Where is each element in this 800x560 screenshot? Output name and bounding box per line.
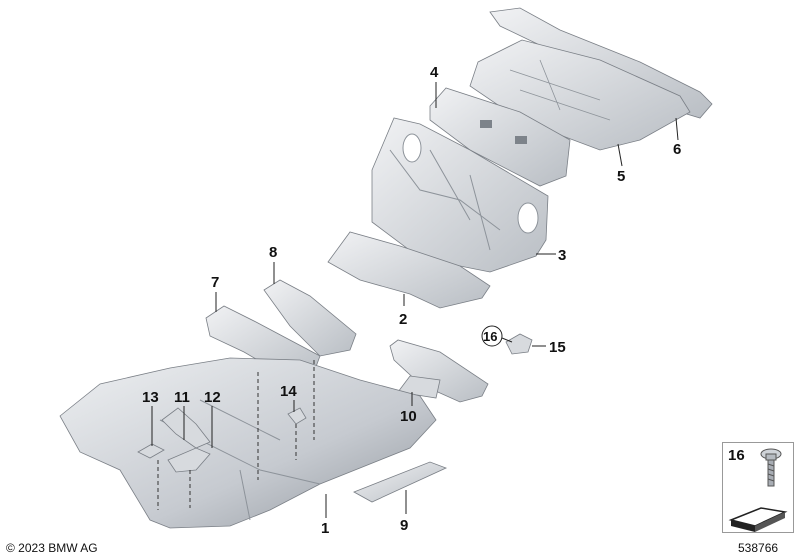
legend-orientation-symbol	[722, 492, 794, 533]
part-11-bracket	[161, 407, 211, 449]
part-label-10: 10	[400, 408, 417, 425]
part-13-bracket	[137, 443, 165, 459]
part-label-4: 4	[430, 64, 439, 81]
diagram-number: 538766	[738, 541, 779, 555]
part-3-rear-bulkhead	[371, 117, 549, 273]
part-label-12: 12	[204, 389, 221, 406]
part-label-7: 7	[211, 274, 219, 291]
part-label-9: 9	[400, 517, 408, 534]
part-label-15: 15	[549, 339, 566, 356]
part-label-13: 13	[142, 389, 159, 406]
part-label-16-circled: 16	[481, 325, 503, 347]
part-4-reinforcement	[429, 87, 571, 187]
legend-item-label: 16	[728, 447, 745, 464]
part-label-3: 3	[558, 247, 566, 264]
part-label-16: 16	[483, 329, 497, 344]
copyright-notice: © 2023 BMW AG	[6, 541, 98, 555]
part-2-crossmember	[327, 231, 491, 309]
floor-section-icon	[728, 507, 788, 532]
part-15-small-bracket	[505, 333, 533, 355]
part-9-rear-rail	[353, 461, 448, 503]
screw-icon	[760, 448, 782, 487]
part-14-bracket	[287, 407, 307, 425]
part-label-2: 2	[399, 311, 407, 328]
part-5-parcel-shelf	[469, 39, 691, 151]
legend-fastener-16: 16	[722, 442, 794, 494]
part-label-11: 11	[174, 389, 190, 406]
part-8-longitudinal-member	[263, 279, 357, 357]
part-label-1: 1	[321, 520, 329, 537]
leader-lines	[151, 82, 679, 518]
part-label-6: 6	[673, 141, 681, 158]
part-label-14: 14	[280, 383, 297, 400]
part-12-bracket	[167, 447, 211, 473]
part-10-bracket	[389, 339, 489, 403]
part-label-5: 5	[617, 168, 625, 185]
part-1-floor-pan	[59, 357, 437, 529]
part-label-8: 8	[269, 244, 277, 261]
